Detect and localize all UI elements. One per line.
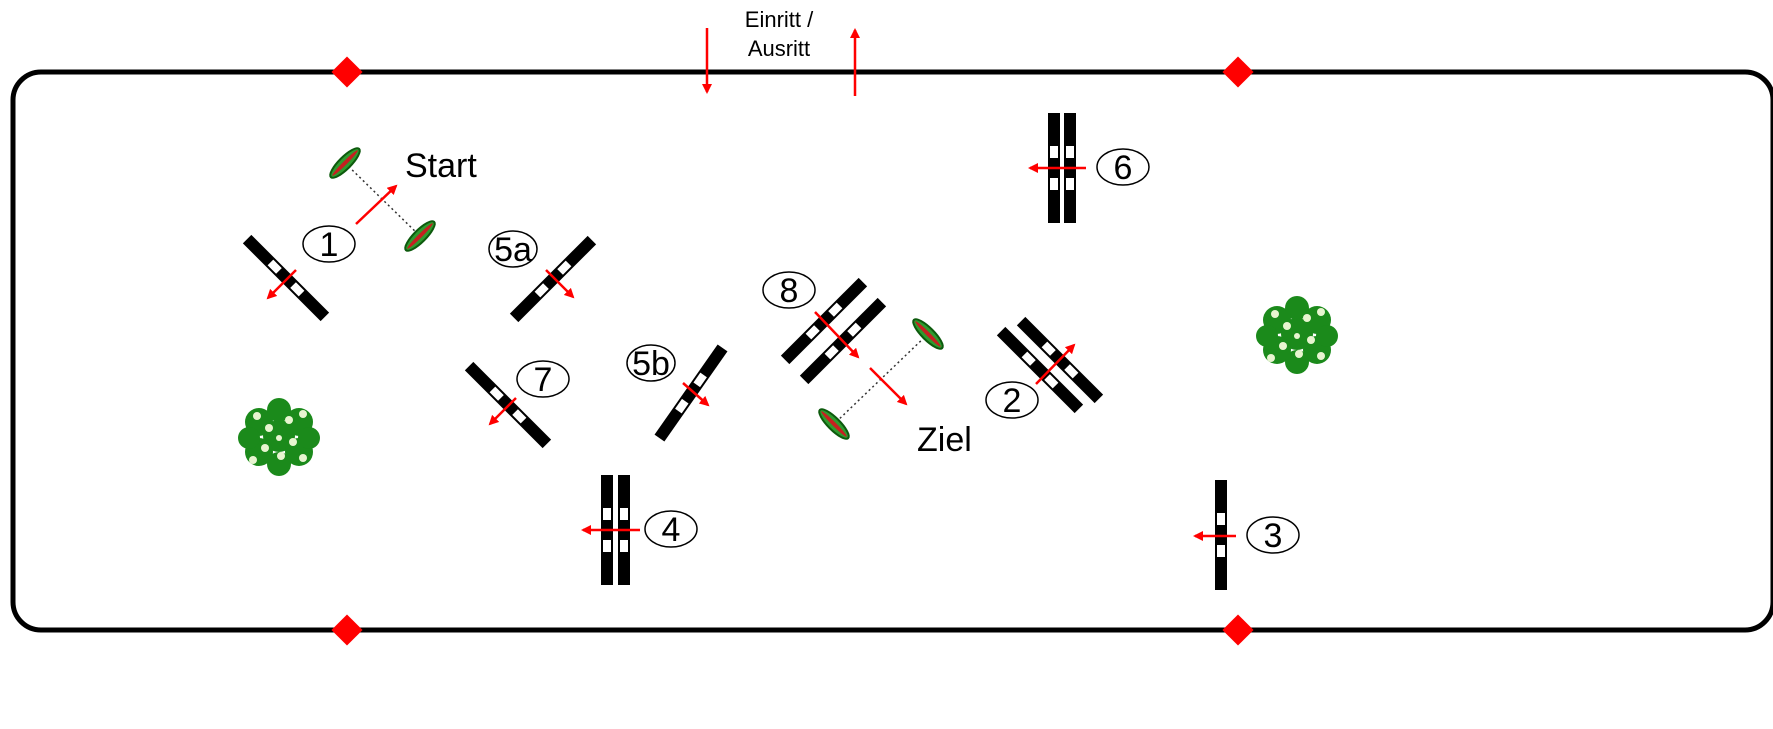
obstacle-7: 7 [464,360,570,449]
obstacle-number: 7 [534,361,553,399]
obstacle-number: 6 [1114,149,1133,187]
start-label: Start [405,147,477,185]
start-line: Start [325,143,477,256]
obstacle-number: 3 [1264,517,1283,555]
marker-diamond [1222,56,1254,88]
marker-diamond [331,56,363,88]
marker-diamond [331,614,363,646]
obstacle-number: 4 [662,511,681,549]
arena-border [10,69,1773,633]
obstacle-6: 6 [1028,113,1150,223]
obstacle-5b: 5b [626,344,728,442]
obstacle-number: 1 [320,226,339,264]
obstacle-1: 1 [242,225,356,322]
entrance-label-line1: Einritt / [745,7,814,32]
finish-line: Ziel [814,314,972,459]
entrance-label-line2: Ausritt [748,36,810,61]
obstacle-number: 8 [780,272,799,310]
obstacle-number: 5b [632,345,670,383]
bush-decoration [1256,296,1338,374]
obstacle-3: 3 [1193,480,1300,590]
obstacle-number: 2 [1003,382,1022,420]
entrance-exit: Einritt / Ausritt [702,7,860,96]
bush-decoration [238,398,320,476]
obstacle-8: 8 [762,271,887,385]
finish-label: Ziel [917,421,972,459]
obstacle-2: 2 [985,316,1104,420]
marker-diamond [1222,614,1254,646]
obstacle-4: 4 [581,475,698,585]
obstacle-number: 5a [494,231,532,269]
obstacle-5a: 5a [488,230,597,323]
